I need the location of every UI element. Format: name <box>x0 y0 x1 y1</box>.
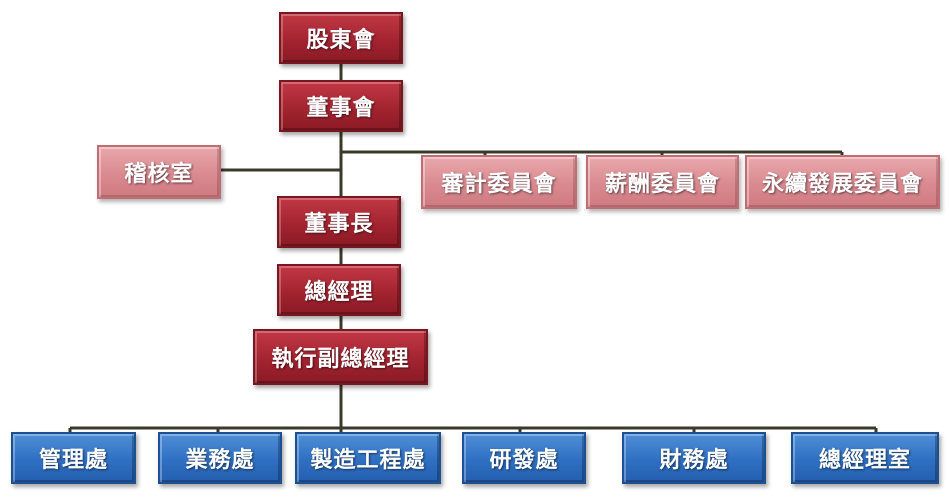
executive-vp-node: 執行副總經理 <box>253 329 428 385</box>
board-of-directors-node: 董事會 <box>279 80 403 132</box>
department-node-manufacturing-engineering: 製造工程處 <box>295 432 441 484</box>
compensation-committee-node: 薪酬委員會 <box>586 155 739 209</box>
department-node-rnd: 研發處 <box>462 432 586 484</box>
chairman-node: 董事長 <box>277 196 401 248</box>
department-node-admin: 管理處 <box>11 432 136 484</box>
department-node-gm-office: 總經理室 <box>791 432 939 484</box>
general-manager-node: 總經理 <box>277 264 401 316</box>
audit-office-node: 稽核室 <box>97 145 221 199</box>
department-node-finance: 財務處 <box>622 432 766 484</box>
department-node-sales: 業務處 <box>158 432 282 484</box>
audit-committee-node: 審計委員會 <box>421 155 577 209</box>
sustainability-committee-node: 永續發展委員會 <box>745 155 940 209</box>
shareholders-meeting-node: 股東會 <box>279 12 403 64</box>
